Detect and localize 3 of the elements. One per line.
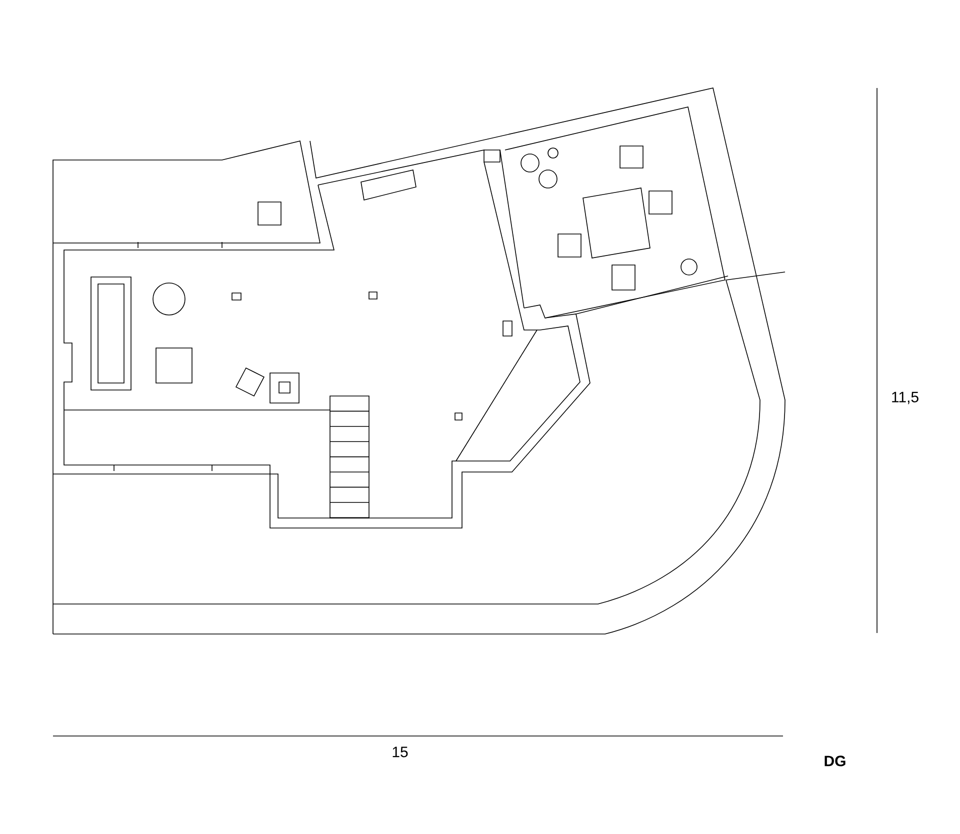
dimension-value: 11,5	[892, 392, 918, 404]
dimension-value: 15	[392, 746, 408, 758]
floor-label: DG	[824, 756, 846, 766]
